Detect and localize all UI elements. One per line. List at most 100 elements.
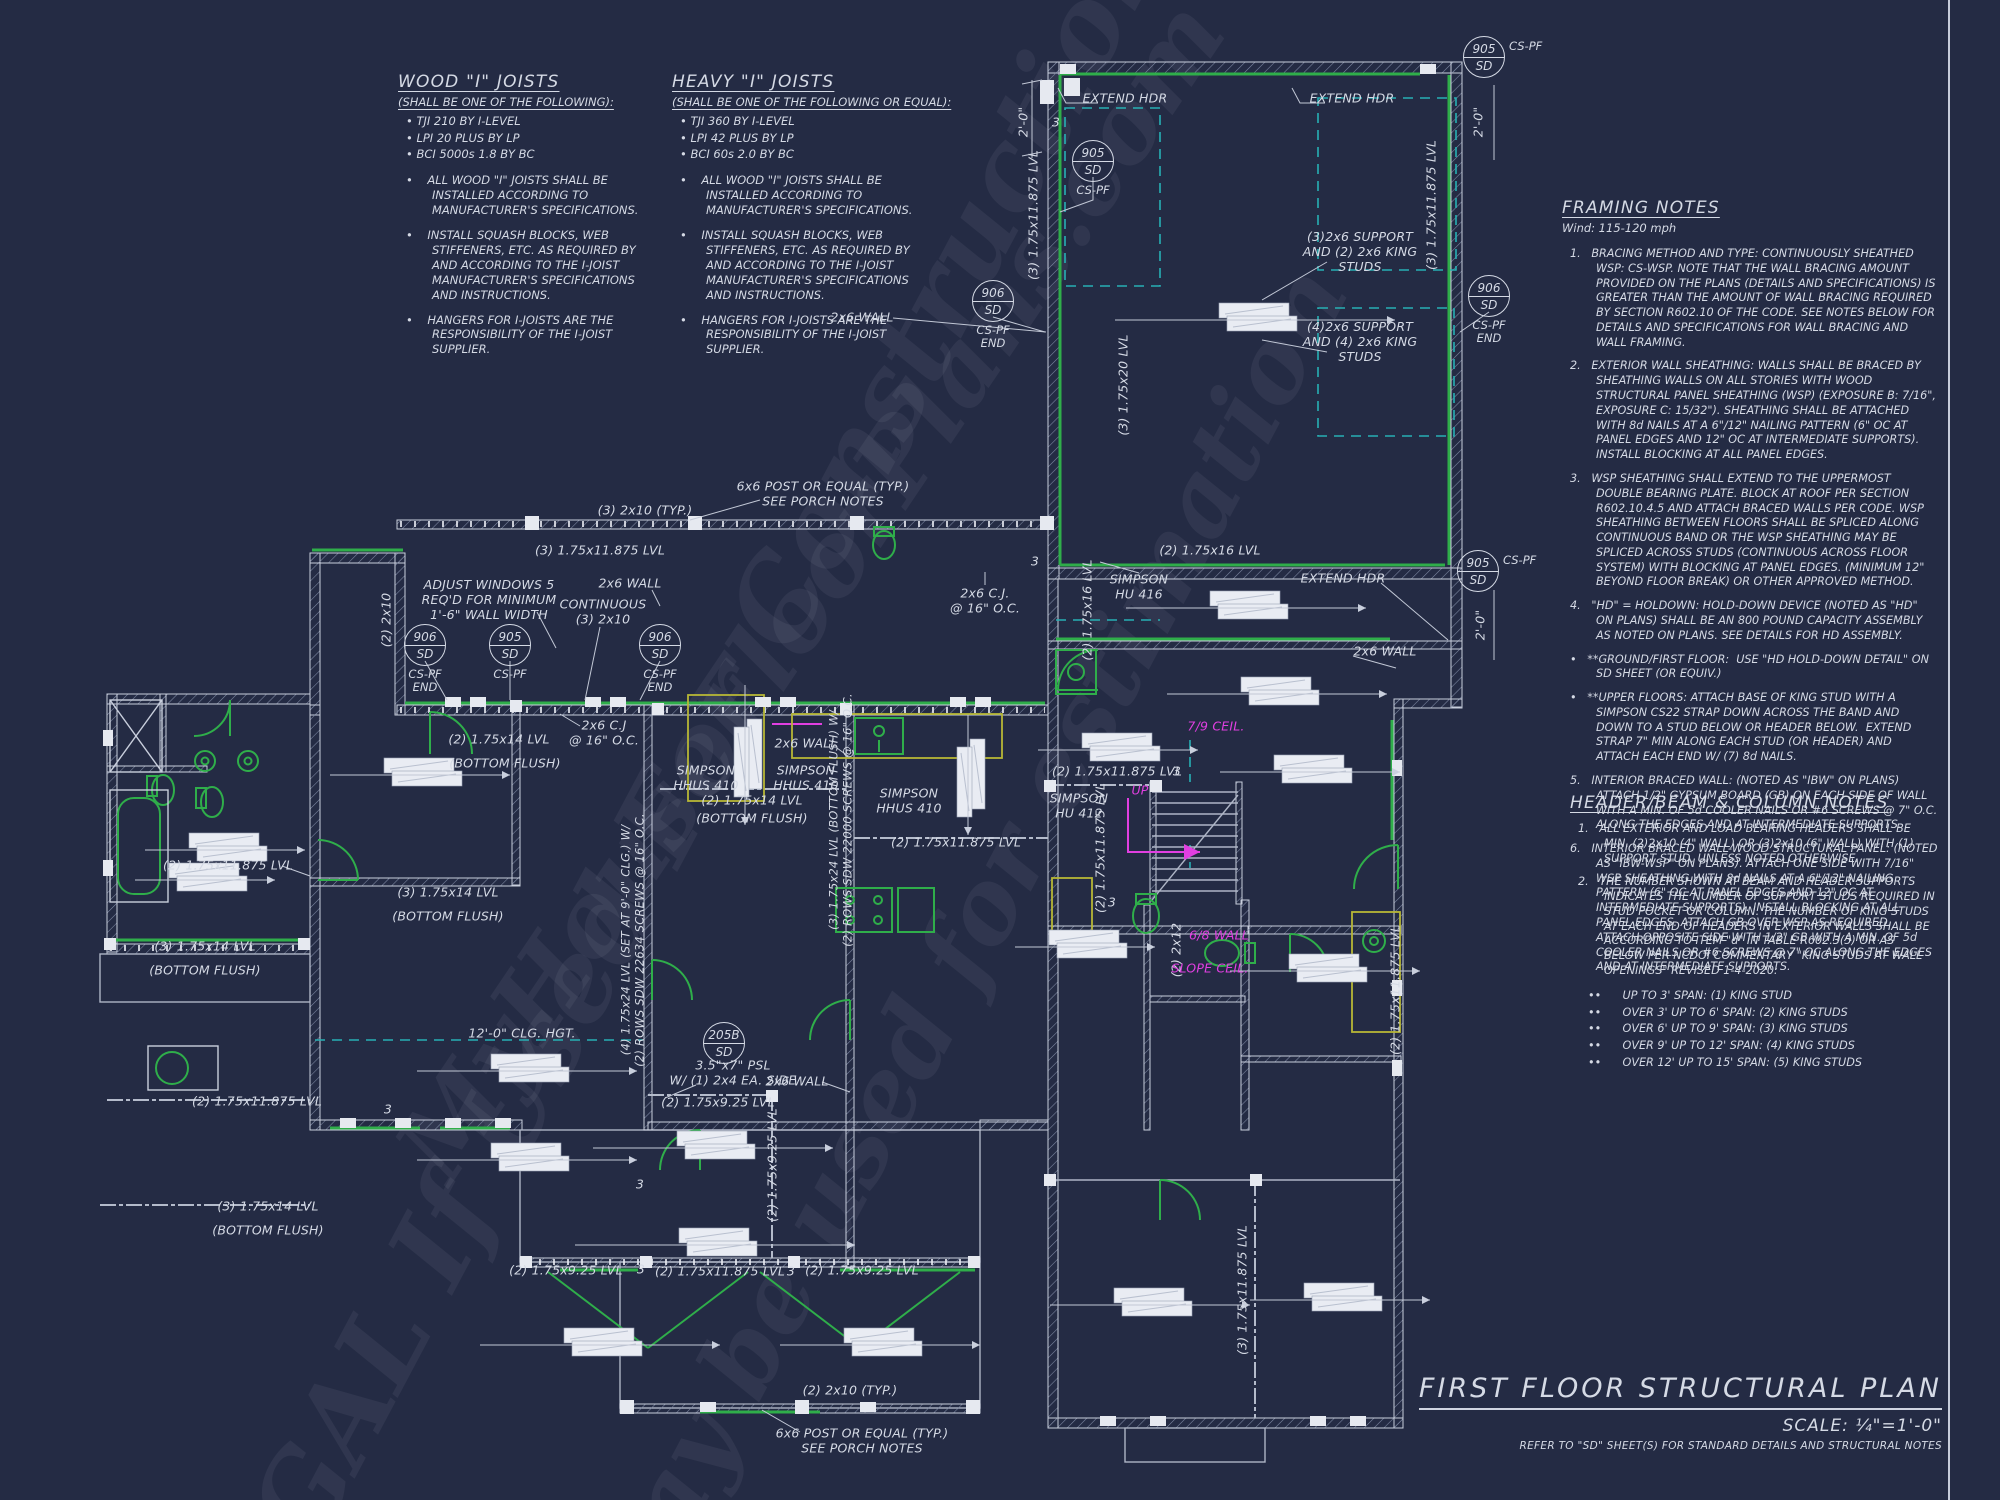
plan-label: 3 bbox=[1051, 114, 1061, 130]
plan-label: SIMPSON HHUS 410 bbox=[876, 785, 942, 815]
plan-label: (2) 1.75x11.875 LVL bbox=[192, 1093, 322, 1109]
note-item: 4. "HD" = HOLDOWN: HOLD-DOWN DEVICE (NOT… bbox=[1570, 599, 1927, 642]
plan-label: (BOTTOM FLUSH) bbox=[449, 755, 561, 771]
plan-label: 2'-0" bbox=[1015, 106, 1031, 138]
sheet-title: FIRST FLOOR STRUCTURAL PLAN bbox=[1418, 1373, 1942, 1410]
callout-number: 906 bbox=[405, 631, 445, 646]
plan-label: (BOTTOM FLUSH) bbox=[212, 1222, 324, 1238]
plan-label: (2) 1.75x16 LVL bbox=[1079, 559, 1095, 661]
note-item: 2. EXTERIOR WALL SHEATHING: WALLS SHALL … bbox=[1570, 359, 1940, 462]
plan-label: (2) 1.75x9.25 LVL bbox=[509, 1262, 623, 1278]
heavy-joists-options: • TJI 360 BY I-LEVEL• LPI 42 PLUS BY LP•… bbox=[672, 113, 922, 163]
plan-label: 2x6 WALL bbox=[765, 1073, 829, 1089]
callout-number: 906 bbox=[973, 287, 1013, 302]
plan-label: SLOPE CEIL. bbox=[1171, 960, 1249, 976]
plan-label: (2) 1.75x11.875 LVL bbox=[1092, 783, 1108, 913]
plan-label: (2) 1.75x11.875 LVL bbox=[163, 857, 293, 873]
plan-label: 3 bbox=[383, 1101, 393, 1117]
bathtub bbox=[109, 789, 169, 903]
note-item: • LPI 42 PLUS BY LP bbox=[680, 130, 794, 145]
callout-number: 905 bbox=[1073, 147, 1113, 162]
note-item: 2. THE NUMBER SHOWN AT BEAM AND HEADER S… bbox=[1578, 875, 1939, 978]
note-item: • BCI 5000s 1.8 BY BC bbox=[406, 147, 535, 162]
plan-label: (3) 1.75x11.875 LVL bbox=[1234, 1225, 1250, 1355]
callout-number: 905 bbox=[1464, 43, 1504, 58]
plan-label: (4)2x6 SUPPORT AND (4) 2x6 KING STUDS bbox=[1302, 318, 1418, 364]
plan-label: 3 bbox=[1030, 553, 1040, 569]
plan-label: 3 bbox=[1107, 894, 1117, 910]
wood-joists-subtitle: (SHALL BE ONE OF THE FOLLOWING): bbox=[398, 95, 614, 109]
sink bbox=[194, 750, 216, 772]
note-item: 6. INTERIOR BRACED WALL-WOOD STRUCTURAL … bbox=[1570, 842, 1942, 974]
plan-label: (2) 1.75x9.25 LVL bbox=[661, 1094, 775, 1110]
plan-label: (3) 1.75x14 LVL bbox=[397, 884, 499, 900]
callout-tag: CS-PF END bbox=[1472, 318, 1506, 346]
note-item: • HANGERS FOR I-JOISTS ARE THE RESPONSIB… bbox=[406, 312, 617, 357]
plan-label: ADJUST WINDOWS 5 REQ'D FOR MINIMUM 1'-6"… bbox=[421, 576, 557, 622]
interior-walls bbox=[106, 693, 1402, 1269]
plan-label: EXTEND HDR bbox=[1300, 570, 1386, 586]
callout-sheet: SD bbox=[501, 646, 519, 661]
plan-label: 2x6 WALL bbox=[830, 309, 894, 325]
plan-label: (BOTTOM FLUSH) bbox=[392, 908, 504, 924]
heavy-joists-notes: HEAVY "I" JOISTS (SHALL BE ONE OF THE FO… bbox=[672, 72, 951, 367]
washer-box bbox=[147, 1045, 219, 1091]
plan-label: (3) 1.75x11.875 LVL bbox=[1025, 150, 1041, 280]
framing-notes-wind: Wind: 115-120 mph bbox=[1562, 221, 1677, 235]
header-beam-title: HEADER/BEAM & COLUMN NOTES bbox=[1570, 793, 1889, 813]
sheet-title-note: REFER TO "SD" SHEET(S) FOR STANDARD DETA… bbox=[1519, 1440, 1942, 1452]
refrigerator bbox=[897, 887, 935, 933]
plan-label: SIMPSON HHUS 410 bbox=[673, 762, 739, 792]
callout-sheet: SD bbox=[1480, 297, 1498, 312]
plan-label: (2) 1.75x9.25 LVL bbox=[805, 1262, 919, 1278]
note-item: 1. ALL EXTERIOR AND LOAD BEARING HEADERS… bbox=[1578, 822, 1918, 865]
plan-label: 2x6 C.J. @ 16" O.C. bbox=[949, 585, 1021, 615]
wood-joists-options: • TJI 210 BY I-LEVEL• LPI 20 PLUS BY LP•… bbox=[398, 113, 648, 163]
bathtub-inner bbox=[117, 797, 161, 895]
note-item: •• OVER 6' UP TO 9' SPAN: (3) KING STUDS bbox=[1588, 1022, 1848, 1036]
note-item: • ALL WOOD "I" JOISTS SHALL BE INSTALLED… bbox=[680, 173, 913, 217]
header-beam-notes: HEADER/BEAM & COLUMN NOTES 1. ALL EXTERI… bbox=[1570, 793, 1938, 1072]
plan-label: 6x6 POST OR EQUAL (TYP.) SEE PORCH NOTES bbox=[775, 1425, 949, 1455]
plan-label: EXTEND HDR bbox=[1309, 90, 1395, 106]
plan-label: (BOTTOM FLUSH) bbox=[149, 962, 261, 978]
callout-sheet: SD bbox=[1084, 162, 1102, 177]
callout-number: 906 bbox=[1469, 282, 1509, 297]
note-item: •• OVER 3' UP TO 6' SPAN: (2) KING STUDS bbox=[1588, 1005, 1848, 1019]
toilet bbox=[195, 786, 224, 818]
sink bbox=[1362, 929, 1386, 953]
toilet bbox=[1204, 939, 1256, 967]
note-item: • TJI 210 BY I-LEVEL bbox=[406, 114, 521, 128]
plan-label: (BOTTOM FLUSH) bbox=[696, 810, 808, 826]
note-item: • **GROUND/FIRST FLOOR: USE "HD HOLD-DOW… bbox=[1570, 652, 1933, 681]
callout-tag: CS-PF bbox=[493, 667, 527, 681]
plan-label: 2'-0" bbox=[1472, 609, 1488, 641]
plan-label: (3) 1.75x20 LVL bbox=[1115, 334, 1131, 436]
note-item: 3. WSP SHEATHING SHALL EXTEND TO THE UPP… bbox=[1570, 471, 1928, 589]
heavy-joists-title: HEAVY "I" JOISTS bbox=[672, 72, 835, 92]
note-item: • BCI 60s 2.0 BY BC bbox=[680, 147, 794, 162]
leader-lines bbox=[281, 79, 1495, 1433]
plan-label: 6/8 WALL bbox=[1189, 927, 1249, 943]
callout-sheet: SD bbox=[651, 646, 669, 661]
callout-tag: CS-PF bbox=[1503, 553, 1537, 567]
note-item: 5. INTERIOR BRACED WALL: (NOTED AS "IBW"… bbox=[1570, 774, 1941, 832]
stairs bbox=[772, 723, 1239, 901]
plan-label: 2'-0" bbox=[1470, 106, 1486, 138]
wood-joists-title: WOOD "I" JOISTS bbox=[398, 72, 560, 92]
plan-label: (2) 1.75x11.875 LVL bbox=[1387, 925, 1403, 1055]
king-stud-list: •• UP TO 3' SPAN: (1) KING STUD•• OVER 3… bbox=[1570, 988, 1938, 1072]
note-item: 1. BRACING METHOD AND TYPE: CONTINUOUSLY… bbox=[1570, 247, 1939, 349]
note-item: • HANGERS FOR I-JOISTS ARE THE RESPONSIB… bbox=[680, 312, 891, 357]
plan-label: (3) 1.75x14 LVL bbox=[154, 938, 256, 954]
callout-tag: CS-PF END bbox=[408, 667, 442, 695]
range bbox=[835, 887, 893, 933]
plan-label: (4) 1.75x24 LVL (SET AT 9'-0" CLG.) W/ (… bbox=[618, 813, 646, 1067]
